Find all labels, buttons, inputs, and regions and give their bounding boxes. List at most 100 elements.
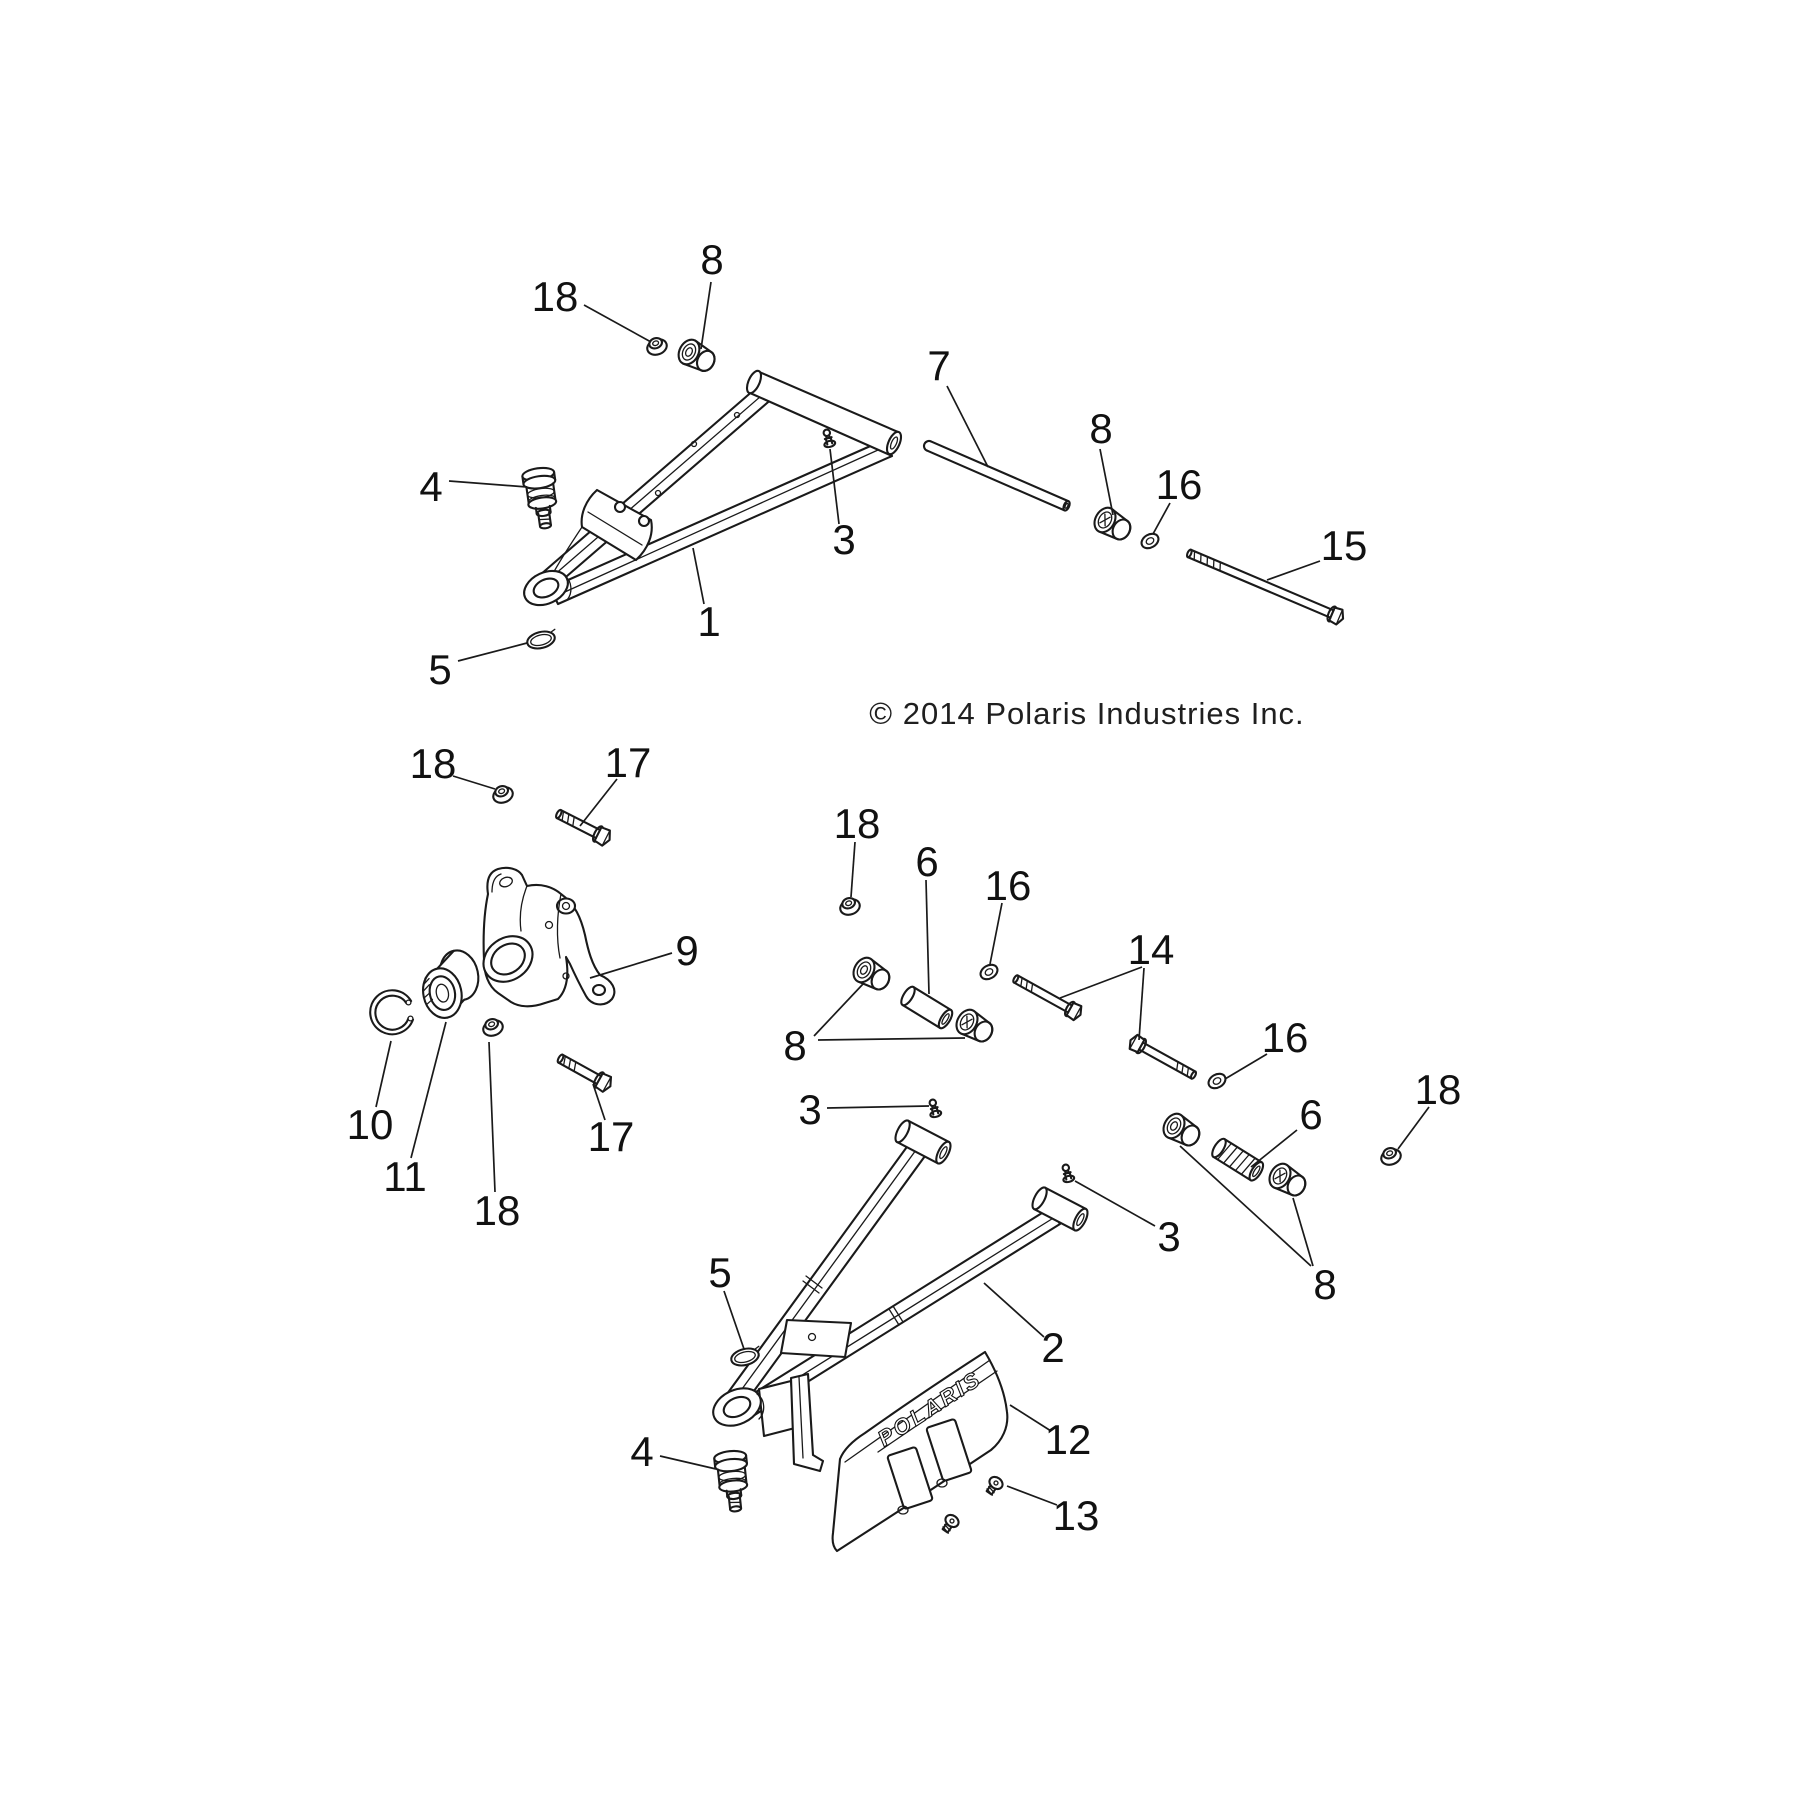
leader-line-16-14 [989, 902, 1003, 965]
bushing [955, 1008, 994, 1043]
callout-label-8-3: 8 [1089, 405, 1112, 452]
hex-bolt [556, 1053, 613, 1093]
callout-label-2-29: 2 [1041, 1324, 1064, 1371]
callout-label-4-5: 4 [419, 463, 442, 510]
spacer-tube [900, 985, 954, 1030]
callout-label-18-25: 18 [474, 1187, 521, 1234]
flange-nut [492, 784, 514, 804]
bushing [1268, 1162, 1307, 1197]
leader-line-3-20 [826, 1105, 930, 1109]
leader-line-6-23 [1250, 1129, 1298, 1168]
copyright-text: © 2014 Polaris Industries Inc. [869, 696, 1304, 731]
leader-line-14-16 [1138, 967, 1145, 1041]
ball-joint [521, 466, 558, 530]
leader-line-18-1 [583, 304, 652, 343]
callout-label-17-11: 17 [605, 739, 652, 786]
callout-label-8-18: 8 [783, 1022, 806, 1069]
callout-label-17-22: 17 [588, 1113, 635, 1160]
grease-fitting [928, 1098, 943, 1119]
leader-line-14-16 [1059, 966, 1143, 999]
leader-line-13-32 [1006, 1485, 1058, 1506]
callout-label-6-13: 6 [915, 838, 938, 885]
leader-line-11-24 [410, 1021, 447, 1159]
bushing [677, 338, 716, 373]
callout-label-6-23: 6 [1299, 1091, 1322, 1138]
leader-line-16-4 [1152, 502, 1171, 535]
callout-label-13-32: 13 [1053, 1492, 1100, 1539]
callout-label-8-28: 8 [1313, 1261, 1336, 1308]
leader-line-8-0 [700, 281, 712, 350]
leader-line-6-13 [925, 879, 930, 995]
leader-line-3-6 [829, 448, 840, 525]
leader-line-4-5 [448, 480, 528, 488]
leader-line-8-18 [817, 1037, 966, 1041]
leader-line-1-8 [692, 547, 705, 605]
upper-a-arm [523, 369, 903, 607]
leader-line-17-22 [592, 1083, 606, 1121]
flange-nut [482, 1017, 504, 1037]
leader-line-7-2 [946, 385, 989, 468]
callout-label-5-9: 5 [428, 646, 451, 693]
callout-label-8-0: 8 [700, 236, 723, 283]
guard-screw [985, 1475, 1004, 1496]
steering-knuckle [482, 866, 616, 1008]
callout-label-12-30: 12 [1045, 1416, 1092, 1463]
bushing [1162, 1112, 1201, 1147]
callout-label-1-8: 1 [697, 598, 720, 645]
callout-label-4-31: 4 [630, 1428, 653, 1475]
callout-label-11-24: 11 [383, 1153, 427, 1200]
ball-joint [713, 1449, 749, 1513]
callout-label-16-14: 16 [985, 862, 1032, 909]
leader-line-5-27 [723, 1290, 745, 1350]
grease-fitting [1061, 1163, 1076, 1184]
leader-line-18-25 [488, 1041, 496, 1193]
callout-label-7-2: 7 [927, 342, 950, 389]
flange-nut [646, 336, 668, 356]
leader-line-17-11 [579, 778, 618, 827]
callout-label-10-21: 10 [347, 1101, 394, 1148]
guard-screw [941, 1513, 960, 1534]
washer [979, 963, 999, 981]
bushing [1093, 506, 1132, 541]
spacer-tube [1211, 1137, 1265, 1182]
flange-nut [1380, 1146, 1402, 1166]
leader-line-8-28 [1179, 1145, 1312, 1267]
leader-line-10-21 [375, 1040, 392, 1108]
washer [1140, 532, 1160, 550]
leader-line-8-3 [1099, 448, 1114, 516]
flange-nut [839, 896, 861, 916]
callout-label-9-15: 9 [675, 927, 698, 974]
leader-line-16-17 [1224, 1053, 1268, 1080]
leader-line-4-31 [659, 1455, 717, 1470]
leader-line-8-28 [1292, 1197, 1314, 1267]
grease-fitting [822, 428, 837, 449]
hex-bolt [1012, 974, 1083, 1022]
washer [1207, 1072, 1227, 1090]
callout-label-18-19: 18 [1415, 1066, 1462, 1113]
leader-line-15-7 [1266, 560, 1321, 581]
callout-label-16-17: 16 [1262, 1014, 1309, 1061]
long-bolt [1185, 548, 1345, 626]
leader-line-9-15 [589, 952, 673, 979]
link-rod [922, 439, 1071, 512]
leader-line-3-26 [1074, 1180, 1156, 1227]
callout-label-16-4: 16 [1156, 461, 1203, 508]
wheel-bearing [422, 949, 480, 1019]
callout-label-3-26: 3 [1157, 1213, 1180, 1260]
leader-line-18-12 [850, 841, 856, 898]
leader-line-18-19 [1397, 1106, 1430, 1150]
callout-label-15-7: 15 [1321, 522, 1368, 569]
callout-label-18-12: 18 [834, 800, 881, 847]
lower-a-arm [712, 1119, 1089, 1473]
leader-line-2-29 [983, 1282, 1045, 1338]
callout-label-5-27: 5 [708, 1249, 731, 1296]
callout-label-3-6: 3 [832, 516, 855, 563]
callout-label-18-10: 18 [410, 740, 457, 787]
bushing [852, 956, 891, 991]
hex-bolt [555, 808, 611, 847]
o-ring [526, 628, 556, 650]
